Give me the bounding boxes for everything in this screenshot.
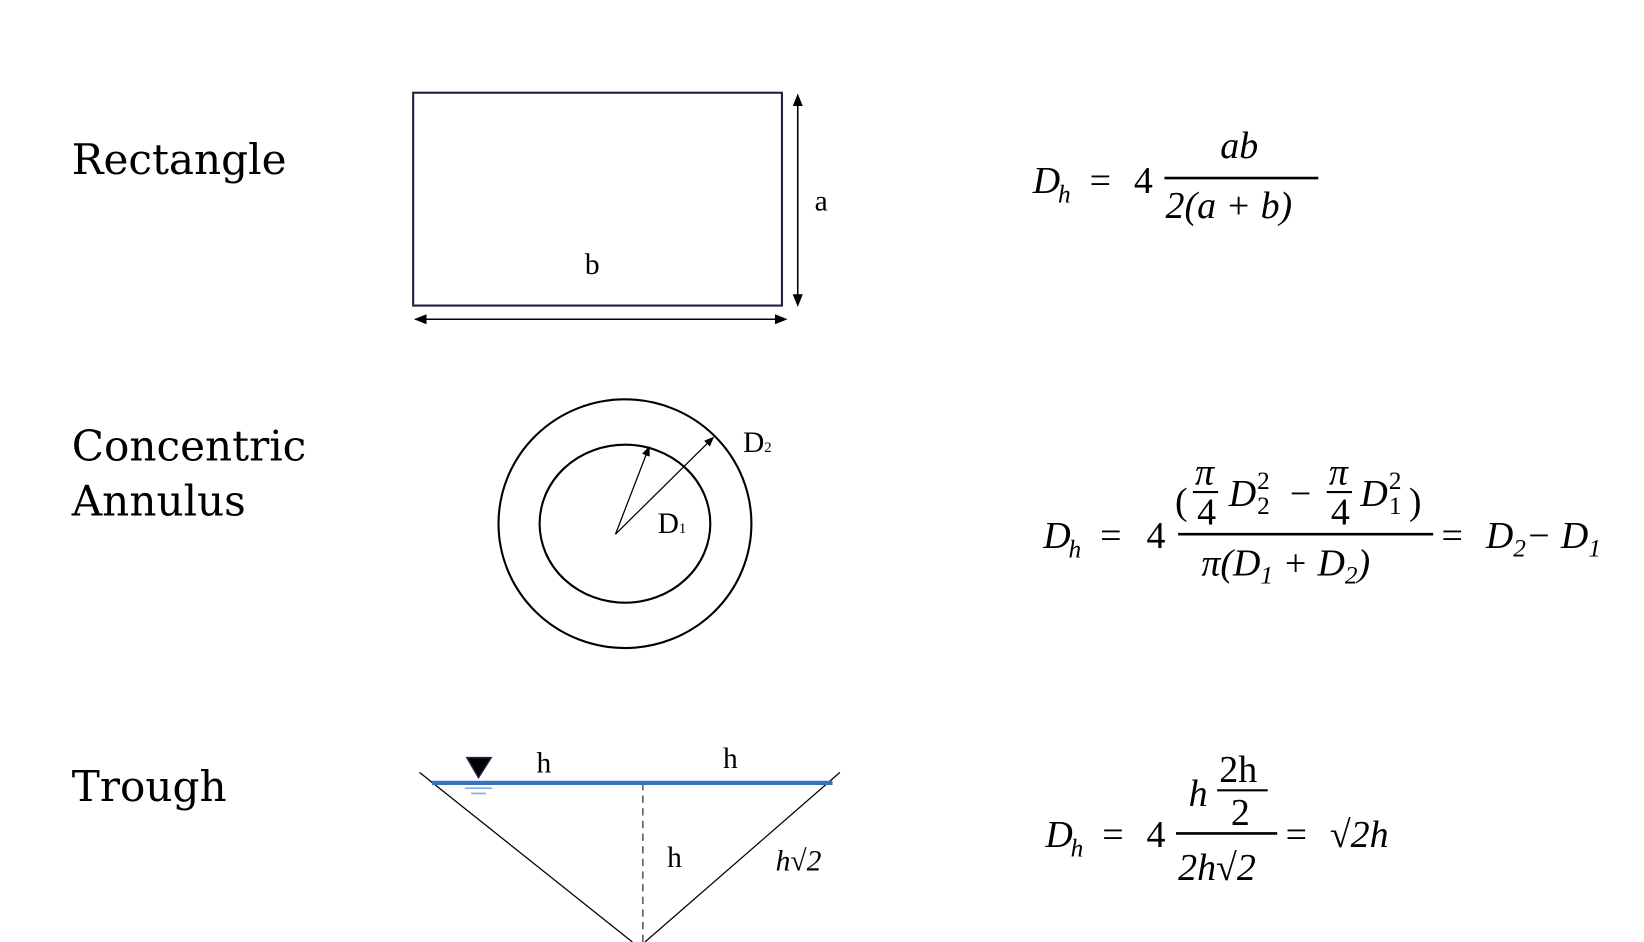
svg-text:): ): [1409, 481, 1422, 523]
label-d2: D2: [743, 427, 772, 459]
annulus-formula: D h = 4 ( π 4 D 2 2 − π 4 D 2 1 ) π(D1 +…: [1042, 452, 1601, 590]
trough-left-wall: [419, 771, 633, 942]
label-h-right: h: [723, 743, 738, 775]
svg-text:2: 2: [1231, 792, 1250, 834]
trough-formula: D h = 4 h 2h 2 2h√2 = √2h: [1044, 749, 1388, 889]
svg-text:(: (: [1175, 481, 1188, 523]
outer-radius-arrow: [615, 436, 715, 535]
svg-text:D: D: [1228, 473, 1256, 515]
rectangle-shape: [412, 91, 784, 307]
label-h-left: h: [536, 747, 551, 779]
svg-text:4: 4: [1134, 160, 1153, 202]
inner-circle: [538, 443, 712, 604]
svg-text:D2− D1: D2− D1: [1485, 515, 1601, 562]
annulus-title-line2: Annulus: [71, 476, 246, 525]
rectangle-formula: D h = 4 ab 2(a + b): [1032, 125, 1319, 227]
svg-text:=: =: [1102, 814, 1123, 856]
rectangle-title: Rectangle: [72, 135, 287, 184]
svg-text:2: 2: [1389, 467, 1402, 495]
svg-text:4: 4: [1147, 814, 1166, 856]
svg-text:h: h: [1071, 835, 1084, 863]
label-a: a: [815, 186, 828, 218]
svg-text:4: 4: [1147, 515, 1166, 557]
label-h-depth: h: [667, 842, 682, 874]
svg-text:π: π: [1329, 452, 1349, 494]
svg-text:D: D: [1032, 160, 1060, 202]
svg-text:4: 4: [1197, 492, 1216, 534]
svg-text:2h√2: 2h√2: [1178, 847, 1256, 889]
svg-text:π(D1 + D2): π(D1 + D2): [1201, 542, 1370, 589]
svg-text:=: =: [1442, 515, 1463, 557]
annulus-title-line1: Concentric: [72, 421, 307, 470]
svg-text:D: D: [1044, 814, 1072, 856]
svg-text:2h: 2h: [1219, 749, 1257, 791]
svg-text:=: =: [1090, 160, 1111, 202]
svg-text:=: =: [1100, 515, 1121, 557]
svg-text:=: =: [1286, 814, 1307, 856]
svg-text:−: −: [1290, 473, 1311, 515]
svg-text:2: 2: [1257, 492, 1270, 520]
label-side: h√2: [776, 845, 822, 877]
svg-text:D: D: [1359, 473, 1387, 515]
trough-right-wall: [644, 771, 841, 942]
inner-radius-arrow: [614, 445, 650, 535]
svg-text:2: 2: [1257, 467, 1270, 495]
label-b: b: [585, 249, 600, 281]
svg-text:h: h: [1189, 773, 1208, 815]
outer-circle: [497, 398, 753, 650]
trough-title: Trough: [72, 762, 227, 811]
water-level-icon: [465, 756, 493, 780]
svg-text:h: h: [1058, 180, 1071, 208]
svg-text:4: 4: [1331, 492, 1350, 534]
label-d1: D1: [658, 508, 687, 540]
svg-text:2(a + b): 2(a + b): [1166, 185, 1293, 227]
svg-text:ab: ab: [1220, 125, 1258, 167]
svg-text:h: h: [1069, 535, 1082, 563]
svg-text:1: 1: [1389, 492, 1402, 520]
svg-text:√2h: √2h: [1330, 814, 1389, 856]
svg-text:D: D: [1042, 515, 1070, 557]
svg-text:π: π: [1195, 452, 1215, 494]
